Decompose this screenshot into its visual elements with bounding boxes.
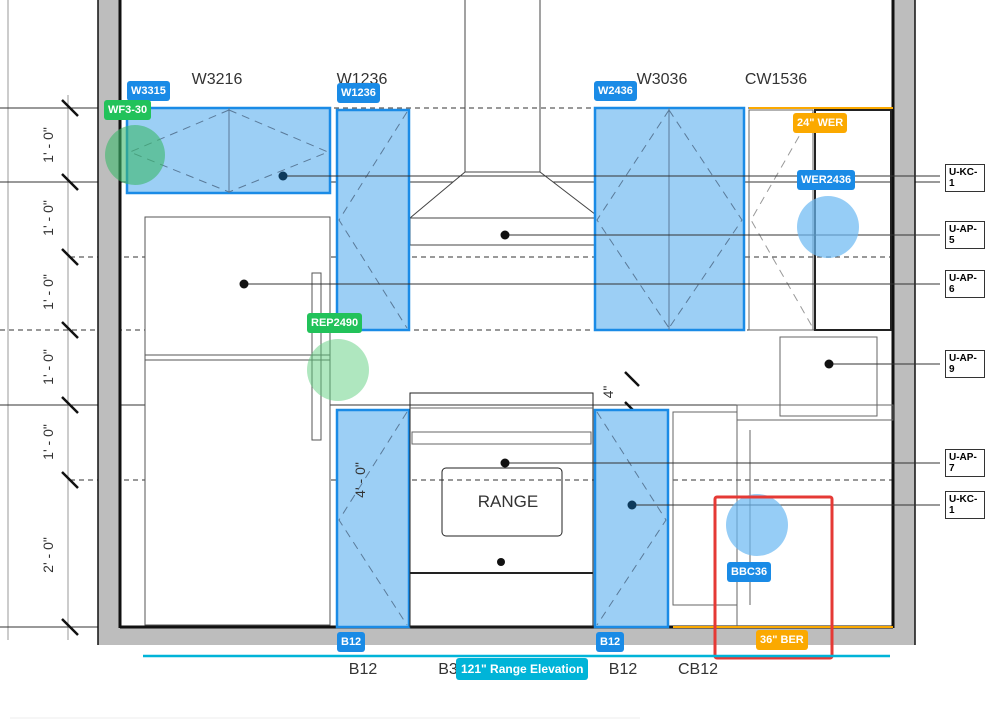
- range-hood: [408, 0, 602, 246]
- appliance-marker: [105, 125, 165, 185]
- tag-rep2490[interactable]: REP2490: [307, 313, 363, 333]
- dimension: 1' - 0": [40, 274, 56, 310]
- cabinet-marker: [797, 196, 859, 258]
- cabinet-label: B12: [608, 661, 638, 678]
- ref-tag[interactable]: U-AP-6: [945, 270, 985, 298]
- range-label: RANGE: [477, 492, 539, 511]
- tag-elevation[interactable]: 121" Range Elevation: [456, 658, 589, 680]
- cabinet-label: CW1536: [744, 71, 808, 88]
- microwave: [779, 336, 878, 417]
- refrigerator: [144, 216, 331, 626]
- tag-36-ber[interactable]: 36" BER: [756, 630, 808, 650]
- range: [409, 392, 594, 628]
- tag-w1236[interactable]: W1236: [337, 83, 380, 103]
- ref-tag[interactable]: U-AP-9: [945, 350, 985, 378]
- tag-b12[interactable]: B12: [337, 632, 366, 652]
- selection-box: [713, 495, 834, 660]
- tag-24-wer[interactable]: 24" WER: [793, 113, 848, 133]
- dimension: 2' - 0": [40, 537, 56, 573]
- dimension: 1' - 0": [40, 349, 56, 385]
- ref-tag[interactable]: U-AP-7: [945, 449, 985, 477]
- ref-tag[interactable]: U-KC-1: [945, 491, 985, 519]
- ref-tag[interactable]: U-KC-1: [945, 164, 985, 192]
- ref-tag[interactable]: U-AP-5: [945, 221, 985, 249]
- tag-w2436[interactable]: W2436: [594, 81, 637, 101]
- cabinet-label: W3036: [636, 71, 688, 88]
- cabinet-label: B12: [348, 661, 378, 678]
- tag-wf3-30[interactable]: WF3-30: [104, 100, 152, 120]
- tag-wer2436[interactable]: WER2436: [797, 170, 856, 190]
- tag-b12[interactable]: B12: [596, 632, 625, 652]
- dimension: 1' - 0": [40, 127, 56, 163]
- cabinet-label: CB12: [677, 661, 719, 678]
- dimension: 1' - 0": [40, 200, 56, 236]
- tag-w3315[interactable]: W3315: [127, 81, 170, 101]
- appliance-marker: [307, 339, 369, 401]
- left-wall: [98, 0, 120, 645]
- dimension: 1' - 0": [40, 424, 56, 460]
- dimension: 4": [600, 385, 616, 399]
- cabinet-marker: [726, 494, 788, 556]
- right-wall: [893, 0, 915, 645]
- dimension: 4' - 0": [352, 462, 368, 498]
- floor: [98, 628, 915, 645]
- tag-bbc36[interactable]: BBC36: [727, 562, 772, 582]
- cabinet-label: W3216: [191, 71, 243, 88]
- cabinet-label: B3: [438, 661, 458, 678]
